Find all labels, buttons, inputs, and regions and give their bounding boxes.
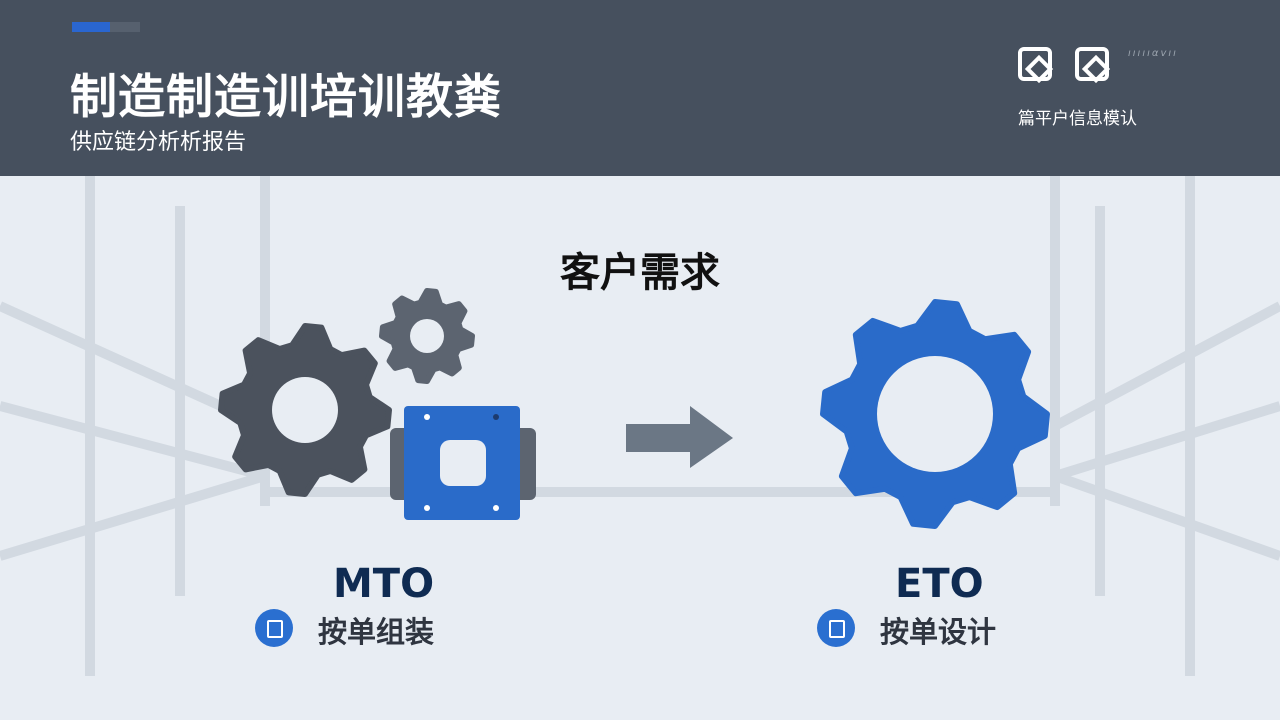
arrow-right-icon [626, 406, 733, 468]
gear-dark-large-icon [218, 323, 392, 497]
logo-icon-secondary [1075, 47, 1109, 81]
eto-label: 按单设计 [880, 615, 997, 649]
mto-code: MTO [333, 561, 435, 607]
box-icon [255, 609, 293, 647]
eto-code: ETO [895, 561, 984, 607]
section-heading: 客户需求 [560, 250, 720, 296]
page-title: 制造制造训培训教粪 [70, 70, 502, 125]
accent-bar [72, 22, 114, 32]
logo-icon [1018, 47, 1052, 81]
logo-text: 篇平户信息模认 [1018, 109, 1137, 129]
mto-label: 按单组装 [318, 615, 435, 649]
gear-dark-small-icon [379, 288, 475, 384]
page-subtitle: 供应链分析析报告 [70, 130, 247, 155]
faint-logo-text: ıııııαvıı [1128, 48, 1178, 59]
gear-blue-icon [820, 299, 1050, 529]
window-icon [817, 609, 855, 647]
header: 制造制造训培训教粪 供应链分析析报告 ıııııαvıı 篇平户信息模认 [0, 0, 1280, 176]
mounting-plate-icon [390, 406, 536, 520]
accent-bar-secondary [110, 22, 140, 32]
